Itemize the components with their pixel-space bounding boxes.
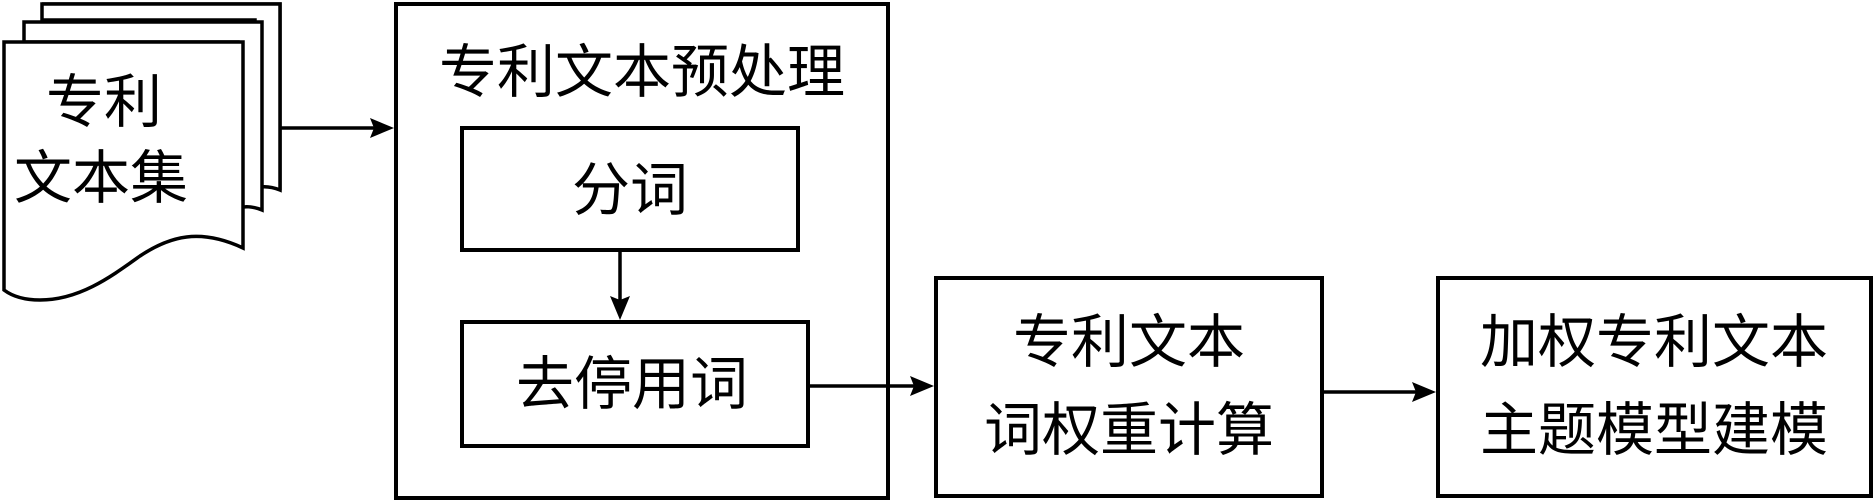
- topic-modeling-line2: 主题模型建模: [1480, 396, 1828, 464]
- stopword-removal-label: 去停用词: [516, 350, 748, 418]
- documents-label-line2: 文本集: [14, 144, 188, 212]
- preprocess-title: 专利文本预处理: [439, 38, 845, 106]
- segmentation-label: 分词: [572, 156, 688, 224]
- arrow-documents-to-preprocess: [280, 118, 394, 138]
- document-stack: 专利 文本集: [2, 2, 282, 302]
- topic-modeling-box: 加权专利文本 主题模型建模: [1436, 276, 1873, 498]
- topic-modeling-line1: 加权专利文本: [1480, 308, 1828, 376]
- documents-label-line1: 专利: [46, 68, 162, 136]
- term-weighting-line2: 词权重计算: [984, 396, 1274, 464]
- arrow-stopwords-to-weighting: [808, 376, 934, 396]
- document-sheet-1: [2, 40, 245, 302]
- segmentation-box: [460, 126, 800, 252]
- stopword-removal-box: [460, 320, 810, 448]
- term-weighting-box: 专利文本 词权重计算: [934, 276, 1324, 498]
- preprocess-box: 专利文本预处理 分词 去停用词: [394, 2, 890, 500]
- term-weighting-line1: 专利文本: [1013, 308, 1245, 376]
- arrow-weighting-to-modeling: [1322, 382, 1436, 402]
- arrow-segmentation-to-stopwords: [610, 250, 630, 320]
